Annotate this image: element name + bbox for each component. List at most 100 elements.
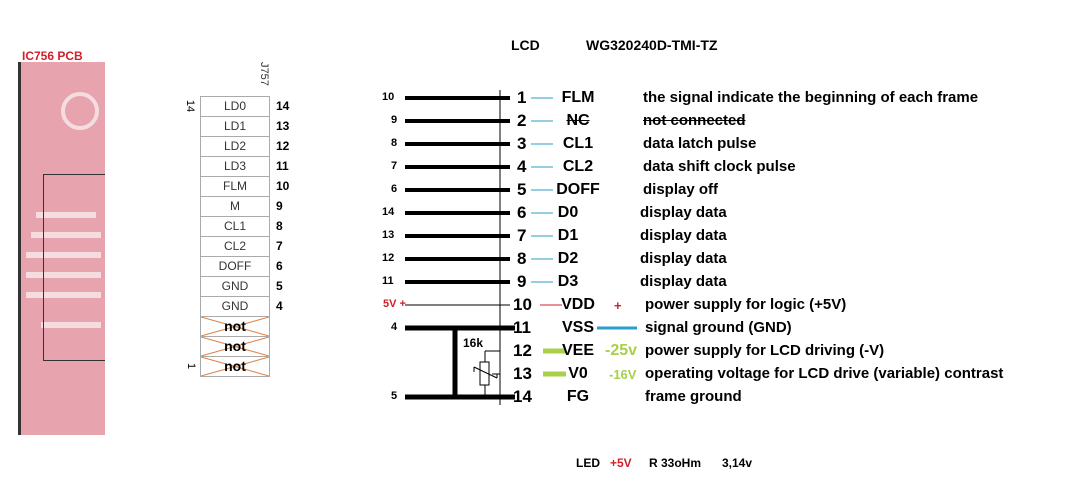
- connector-row: CL2 7: [200, 237, 283, 257]
- footer-voltage: +5V: [610, 456, 632, 470]
- connector-row: GND 5: [200, 277, 283, 297]
- lcd-pin-description: not connected: [643, 112, 746, 129]
- lcd-pin-number: 3: [517, 134, 527, 153]
- connector-pin-name: DOFF: [218, 259, 252, 273]
- lcd-pin-number: 14: [513, 387, 532, 406]
- connector-pin-name: CL1: [223, 219, 246, 233]
- resistor-label: 16k: [463, 336, 484, 350]
- left-pin-number: 11: [382, 275, 394, 287]
- connector-row: LD1 13: [200, 117, 289, 137]
- connector-pin-name: GND: [221, 299, 249, 313]
- left-pin-number: 7: [391, 160, 398, 172]
- lcd-pin-number: 6: [517, 203, 527, 222]
- lcd-pin-name: D1: [557, 227, 579, 244]
- lcd-pin-number: 11: [513, 318, 531, 337]
- lcd-pin-name: CL1: [562, 135, 594, 152]
- left-pin-number: 6: [391, 183, 398, 195]
- connector-pin-number: 12: [276, 139, 290, 153]
- potentiometer-arrow: [473, 366, 498, 379]
- lcd-pin-name: V0: [568, 365, 588, 382]
- lcd-pin-name: NC: [566, 112, 590, 129]
- left-pin-number: 5: [391, 390, 398, 402]
- lcd-pin-name: VEE: [561, 342, 594, 359]
- connector-pin-name: LD2: [223, 139, 246, 153]
- connector-pin-number: 8: [276, 219, 283, 233]
- connector-row: LD0 14: [200, 96, 289, 117]
- lcd-pin-name: VSS: [561, 319, 594, 336]
- connector-pin-name: CL2: [223, 239, 246, 253]
- lcd-pin-number: 10: [513, 295, 532, 314]
- connector-pin-name: LD1: [223, 119, 246, 133]
- lcd-pin-description: display data: [640, 273, 727, 290]
- lcd-pin-number: 12: [513, 341, 532, 360]
- connector-pin-name: GND: [221, 279, 249, 293]
- lcd-pin-description: signal ground (GND): [645, 319, 792, 336]
- connector-pin-name: not: [224, 358, 246, 374]
- footer-led: LED: [576, 456, 600, 470]
- connector-row: not: [200, 357, 270, 377]
- left-pin-number: 8: [391, 137, 398, 149]
- lcd-pin-description: display data: [640, 250, 727, 267]
- connector-row: not: [200, 317, 270, 337]
- lcd-pin-description: data shift clock pulse: [643, 158, 796, 175]
- lcd-pin-description: frame ground: [645, 388, 742, 405]
- connector-pin-number: 9: [276, 199, 283, 213]
- connector-pin-name: LD0: [223, 99, 246, 113]
- lcd-pin-name: FG: [566, 388, 590, 405]
- lcd-pin-name: CL2: [562, 158, 594, 175]
- connector-pin-name: LD3: [223, 159, 246, 173]
- lcd-pin-description: power supply for LCD driving (-V): [645, 342, 885, 359]
- left-pin-number: 14: [382, 206, 395, 218]
- connector-pin-name: not: [224, 338, 246, 354]
- lcd-pin-number: 1: [517, 88, 527, 107]
- lcd-pin-number: 7: [517, 226, 527, 245]
- lcd-pin-description: display off: [643, 181, 719, 198]
- lcd-pin-description: display data: [640, 204, 727, 221]
- connector-row: DOFF 6: [200, 257, 283, 277]
- lcd-pin-description: operating voltage for LCD drive (variabl…: [645, 365, 1004, 382]
- lcd-pin-name: VDD: [561, 296, 595, 313]
- lcd-pin-number: 13: [513, 364, 532, 383]
- connector-pin-number: 14: [276, 99, 290, 113]
- connector-pin-name: M: [230, 199, 240, 213]
- footer-resistor: R 33oHm: [649, 456, 702, 470]
- lcd-pin-number: 9: [517, 272, 527, 291]
- footer-value: 3,14v: [722, 456, 753, 470]
- connector-pin-number: 10: [276, 179, 290, 193]
- lcd-pin-number: 8: [517, 249, 527, 268]
- lcd-model: WG320240D-TMI-TZ: [586, 37, 718, 53]
- left-pin-number: 10: [382, 91, 395, 103]
- pcb-title: IC756 PCB: [22, 49, 83, 63]
- connector-pin-name: not: [224, 318, 246, 334]
- connector-pin-number: 7: [276, 239, 283, 253]
- connector-pin-number: 6: [276, 259, 283, 273]
- connector-pin-number: 13: [276, 119, 290, 133]
- connector-pin-number: 5: [276, 279, 283, 293]
- connector-pin-number: 11: [276, 159, 289, 173]
- voltage-mark: -25v: [605, 342, 638, 359]
- connector-pin-number: 4: [276, 299, 283, 313]
- lcd-pin-description: data latch pulse: [643, 135, 757, 152]
- lcd-pin-name: D2: [557, 250, 579, 267]
- lcd-pin-description: display data: [640, 227, 727, 244]
- left-pin-number: 5V +: [383, 298, 406, 310]
- left-pin-number: 4: [391, 321, 398, 333]
- lcd-pin-name: D3: [557, 273, 579, 290]
- lcd-pin-number: 5: [517, 180, 527, 199]
- left-pin-number: 12: [382, 252, 395, 264]
- connector-row: LD2 12: [200, 137, 289, 157]
- left-pin-number: 9: [391, 114, 398, 126]
- connector-row: LD3 11: [200, 157, 289, 177]
- lcd-pin-name: FLM: [561, 89, 595, 106]
- pcb-image: [18, 62, 105, 435]
- left-pin-number: 13: [382, 229, 395, 241]
- lcd-pin-name: D0: [557, 204, 579, 221]
- voltage-mark: -16V: [609, 367, 637, 382]
- connector-row: GND 4: [200, 297, 283, 317]
- voltage-mark: +: [614, 298, 622, 313]
- lcd-title: LCD: [511, 37, 540, 53]
